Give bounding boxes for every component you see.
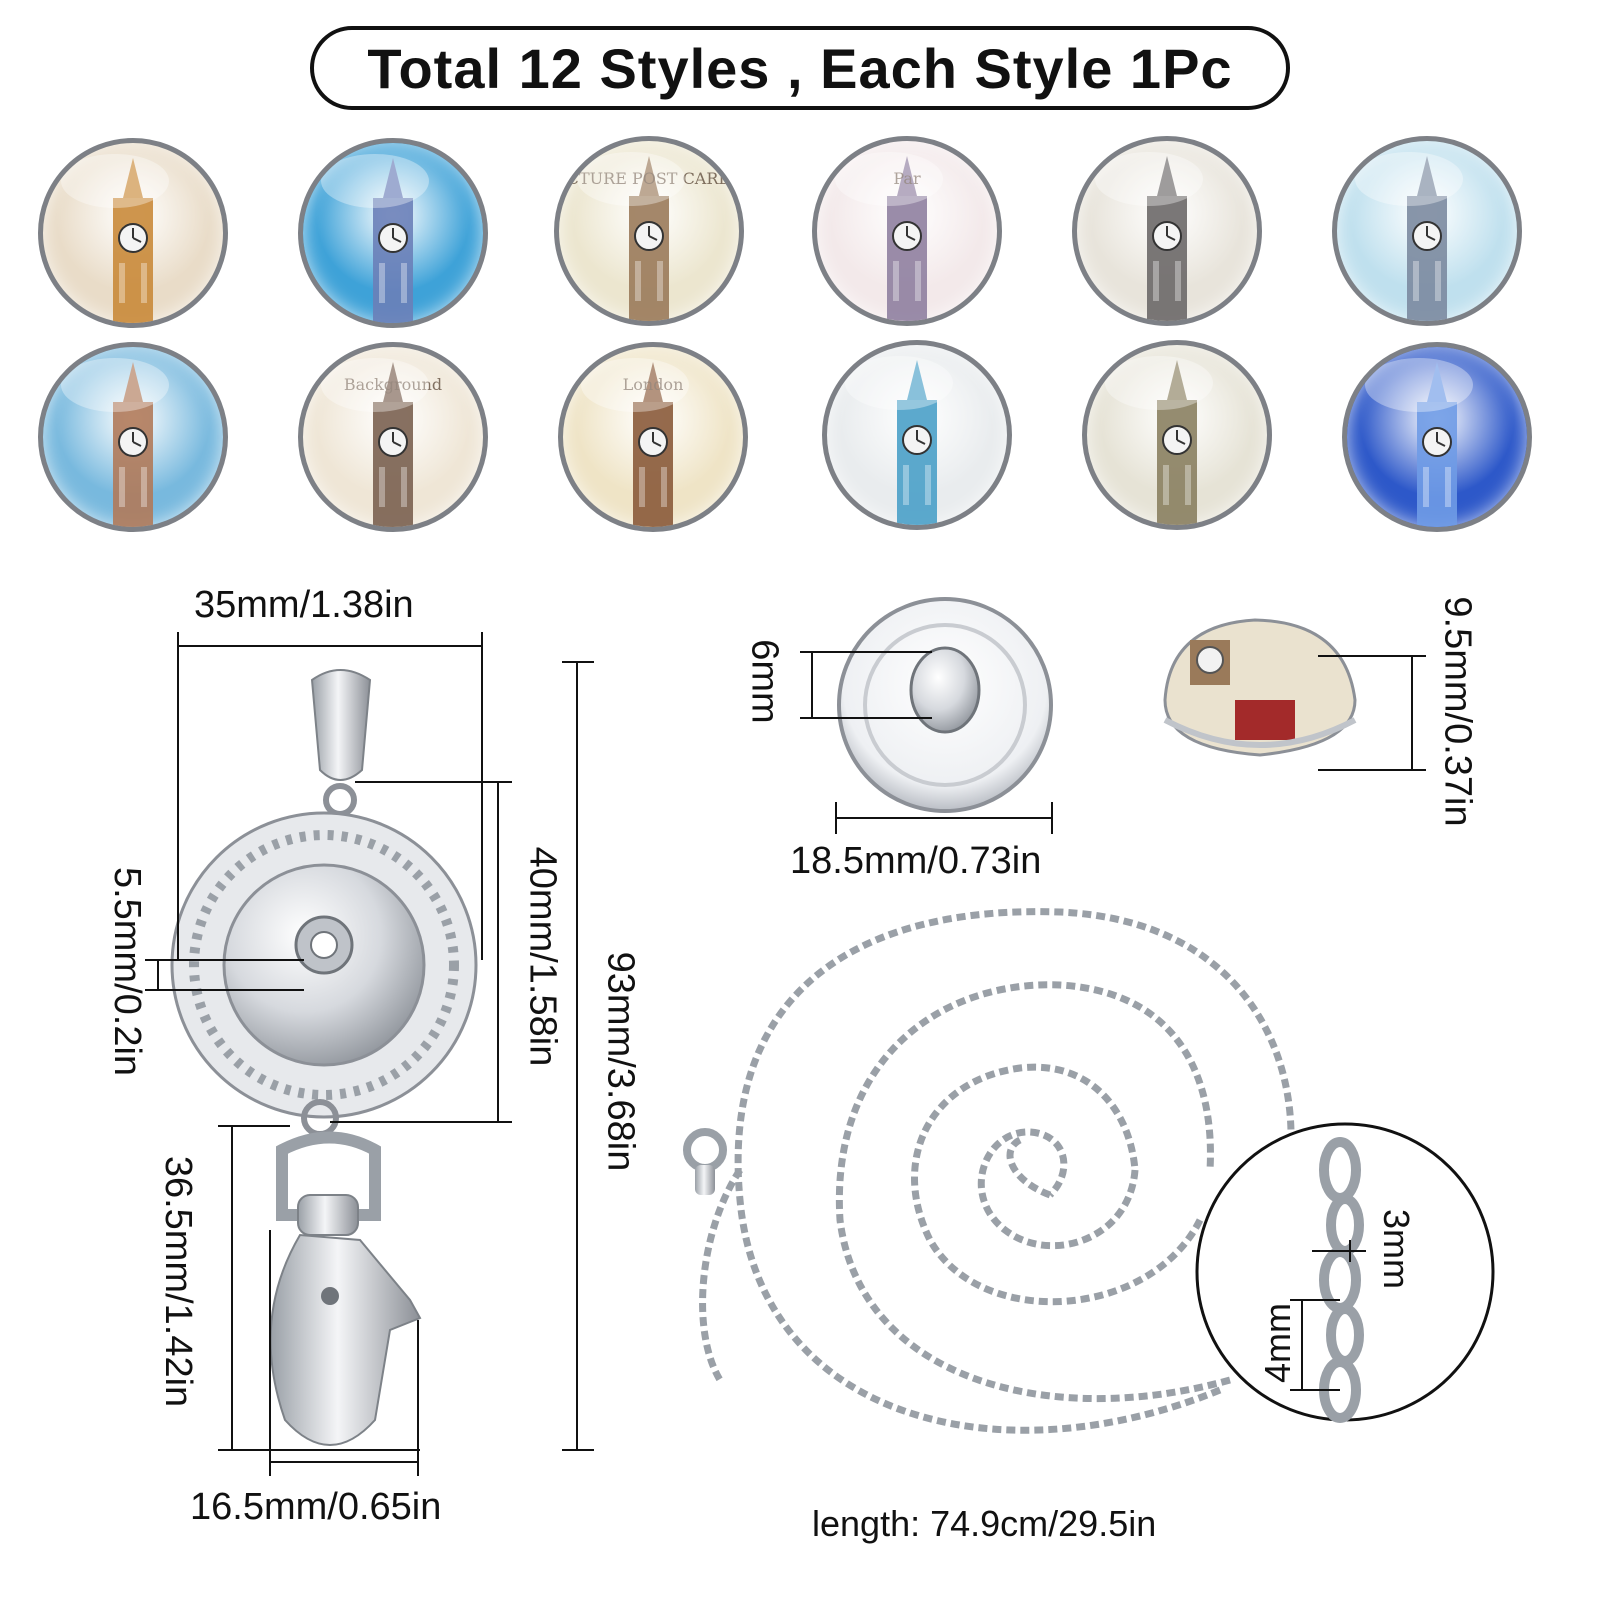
cabochon-2 <box>298 138 488 328</box>
pendant-height-label: 93mm/3.68in <box>599 951 642 1172</box>
cabochon-1 <box>38 138 228 328</box>
cabochon-7 <box>38 342 228 532</box>
clock-tower-icon <box>897 360 937 525</box>
snap-hole-label: 5.5mm/0.2in <box>106 866 149 1077</box>
chain-link-length-label: 4mm <box>1257 1303 1298 1383</box>
cabochon-4: Par <box>812 136 1002 326</box>
tray-height-label: 40mm/1.58in <box>521 846 564 1067</box>
cabochon-11 <box>1082 340 1272 530</box>
snap-base-label: 18.5mm/0.73in <box>790 840 1042 882</box>
dimension-lines <box>145 632 1426 1476</box>
lobster-clasp <box>269 1099 422 1446</box>
cabochon-9: London <box>558 342 748 532</box>
clock-tower-icon <box>1157 360 1197 525</box>
chain-length-label: length: 74.9cm/29.5in <box>812 1503 1157 1544</box>
clock-tower-icon <box>373 362 413 527</box>
clasp-height-label: 36.5mm/1.42in <box>157 1155 200 1408</box>
title-banner: Total 12 Styles , Each Style 1Pc <box>310 26 1290 110</box>
snap-cabochon-side <box>1163 618 1357 757</box>
pendant-bail <box>310 669 372 817</box>
snap-thickness-label: 9.5mm/0.37in <box>1436 596 1479 827</box>
chain-spiral <box>699 908 1295 1434</box>
cabochon-8: Background <box>298 342 488 532</box>
cabochon-3: CTURE POST CARD <box>554 136 744 326</box>
pendant-tray <box>170 811 478 1119</box>
cabochon-6 <box>1332 136 1522 326</box>
cabochon-12 <box>1342 342 1532 532</box>
snap-base <box>837 597 1053 813</box>
pendant-width-label: 35mm/1.38in <box>194 584 414 626</box>
cabochon-5 <box>1072 136 1262 326</box>
clasp-width-label: 16.5mm/0.65in <box>190 1486 442 1528</box>
chain-link-width-label: 3mm <box>1376 1209 1417 1289</box>
clock-tower-icon <box>113 362 153 527</box>
cabochon-10 <box>822 340 1012 530</box>
chain-clasp <box>683 1128 727 1195</box>
title-text: Total 12 Styles , Each Style 1Pc <box>367 36 1233 100</box>
chain-detail-magnifier <box>1195 1122 1495 1423</box>
snap-stud-label: 6mm <box>743 639 786 724</box>
